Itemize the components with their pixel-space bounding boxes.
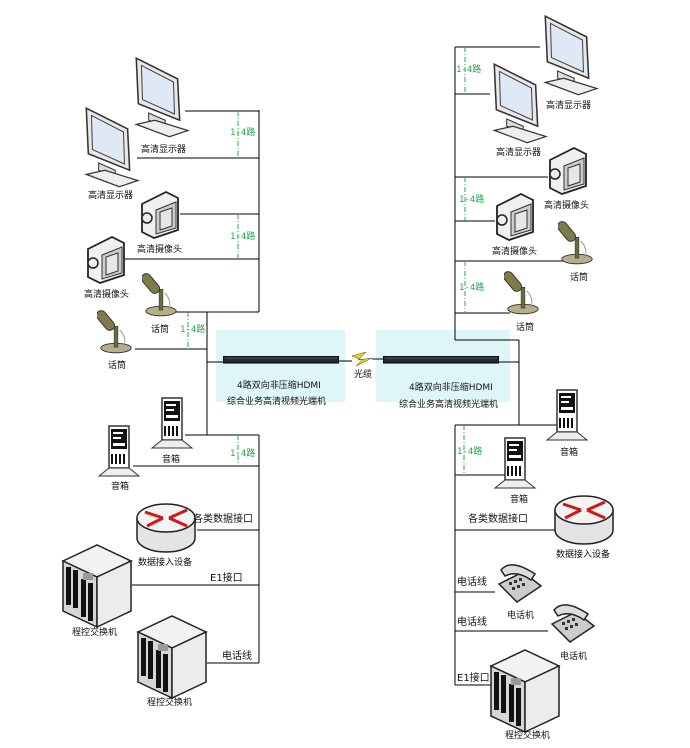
monitor-label: 高清显示器 xyxy=(141,145,187,155)
monitor-icon xyxy=(135,57,189,138)
switch-label: 程控交换机 xyxy=(505,731,551,741)
fiber-label: 光缆 xyxy=(354,370,373,380)
microphone-icon xyxy=(97,308,132,354)
phone-label: 电话机 xyxy=(560,652,588,662)
left-optical-transceiver-icon xyxy=(223,356,339,364)
channel-label: 1-4路 xyxy=(180,325,206,335)
channel-label: 1-4路 xyxy=(230,128,256,138)
switch-label: 程控交换机 xyxy=(147,698,193,708)
camera-label: 高清摄像头 xyxy=(84,290,130,300)
speaker-label: 音箱 xyxy=(162,455,181,465)
router-icon xyxy=(553,494,615,546)
phone-line-label: 电话线 xyxy=(222,651,252,662)
left-device-label-2: 综合业务高清视频光端机 xyxy=(227,397,327,407)
monitor-icon xyxy=(493,63,547,144)
left-device-box xyxy=(216,330,345,402)
camera-label: 高清摄像头 xyxy=(137,245,183,255)
speaker-label: 音箱 xyxy=(560,448,579,458)
telephone-icon xyxy=(498,564,542,603)
mic-label: 话筒 xyxy=(516,323,535,333)
pbx-switch-icon xyxy=(62,544,132,628)
mic-label: 话筒 xyxy=(108,361,127,371)
speaker-label: 音箱 xyxy=(111,482,130,492)
microphone-icon xyxy=(558,219,593,265)
channel-label: 1-4路 xyxy=(230,232,256,242)
channel-markers xyxy=(187,47,466,475)
speaker-icon xyxy=(546,389,588,441)
data-interface-label: 各类数据接口 xyxy=(193,514,253,525)
microphone-icon xyxy=(142,271,177,317)
left-device-label-1: 4路双向非压缩HDMI xyxy=(237,381,321,391)
connection-lines xyxy=(125,46,563,686)
e1-label: E1接口 xyxy=(210,573,243,584)
channel-label: 1-4路 xyxy=(456,65,482,75)
right-device-label-1: 4路双向非压缩HDMI xyxy=(409,383,493,393)
switch-label: 程控交换机 xyxy=(72,628,118,638)
camera-icon xyxy=(549,147,587,195)
speaker-icon xyxy=(494,437,536,489)
router-label: 数据接入设备 xyxy=(556,550,611,560)
fiber-bolt-icon xyxy=(351,351,373,367)
channel-label: 1-4路 xyxy=(230,449,256,459)
camera-label: 高清摄像头 xyxy=(492,247,538,257)
pbx-switch-icon xyxy=(490,649,560,733)
router-icon xyxy=(135,502,197,554)
channel-label: 1-4路 xyxy=(459,283,485,293)
phone-line-label: 电话线 xyxy=(457,617,487,628)
telephone-icon xyxy=(551,604,595,643)
mic-label: 话筒 xyxy=(151,325,170,335)
data-interface-label: 各类数据接口 xyxy=(468,514,528,525)
camera-label: 高清摄像头 xyxy=(544,201,590,211)
phone-line-label: 电话线 xyxy=(457,577,487,588)
speaker-label: 音箱 xyxy=(510,495,529,505)
monitor-label: 高清显示器 xyxy=(496,148,542,158)
right-device-label-2: 综合业务高清视频光端机 xyxy=(399,400,499,410)
monitor-label: 高清显示器 xyxy=(88,191,134,201)
pbx-switch-icon xyxy=(137,615,207,699)
phone-label: 电话机 xyxy=(507,611,535,621)
speaker-icon xyxy=(98,425,140,477)
monitor-label: 高清显示器 xyxy=(546,101,592,111)
channel-label: 1-4路 xyxy=(459,195,485,205)
right-device-box xyxy=(376,330,510,402)
speaker-icon xyxy=(151,397,193,449)
monitor-icon xyxy=(85,107,139,188)
camera-icon xyxy=(496,193,534,241)
mic-label: 话筒 xyxy=(570,273,589,283)
monitor-icon xyxy=(544,15,598,96)
right-optical-transceiver-icon xyxy=(383,356,499,364)
camera-icon xyxy=(141,191,179,239)
camera-icon xyxy=(87,236,125,284)
e1-label: E1接口 xyxy=(457,673,490,684)
microphone-icon xyxy=(504,269,539,315)
channel-label: 1-4路 xyxy=(457,447,483,457)
router-label: 数据接入设备 xyxy=(138,558,193,568)
